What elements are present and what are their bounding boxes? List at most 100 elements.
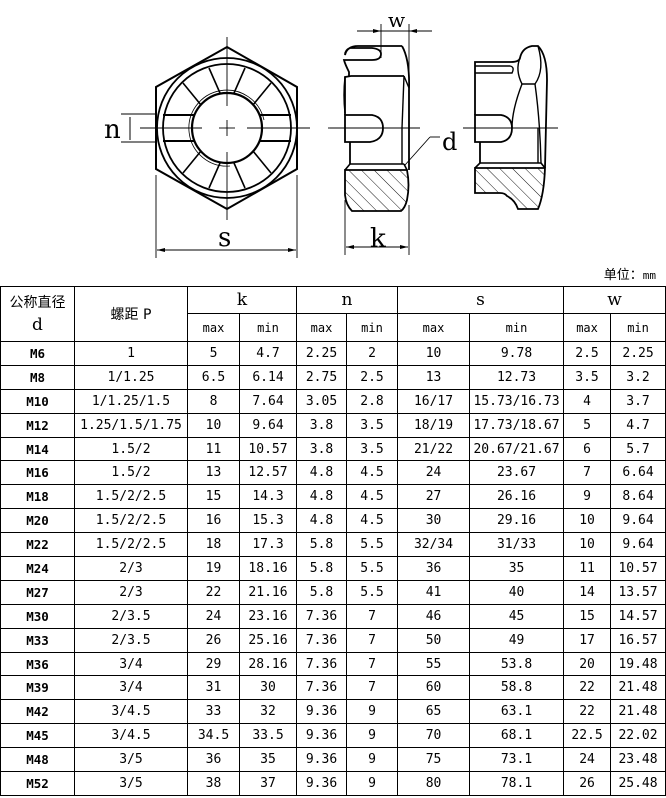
cell-P: 2/3.5 xyxy=(74,627,188,653)
cell-k-max: 31 xyxy=(187,675,240,701)
cell-w-min: 14.57 xyxy=(610,603,666,629)
cell-s-min: 29.16 xyxy=(469,508,565,534)
cell-w-min: 5.7 xyxy=(610,436,666,462)
cell-k-min: 6.14 xyxy=(239,364,297,390)
header-d-symbol: d xyxy=(32,315,43,335)
cell-n-max: 4.8 xyxy=(296,508,347,534)
cell-k-max: 5 xyxy=(187,341,240,366)
cell-k-min: 12.57 xyxy=(239,460,297,486)
cell-d: M36 xyxy=(0,651,75,677)
cell-s-max: 16/17 xyxy=(397,388,471,414)
cell-k-min: 30 xyxy=(239,675,297,701)
cell-n-max: 2.75 xyxy=(296,364,347,390)
cell-n-max: 5.8 xyxy=(296,556,347,581)
unit-label: 单位：mm xyxy=(604,268,656,284)
cell-k-max: 19 xyxy=(187,556,240,581)
unit-value: mm xyxy=(642,269,656,282)
castle-nut-drawing: n s w d k xyxy=(104,8,558,258)
cell-d: M20 xyxy=(0,508,75,534)
cell-w-max: 14 xyxy=(563,579,612,605)
header-pitch: 螺距 P xyxy=(74,286,188,342)
cell-k-max: 16 xyxy=(187,508,240,534)
cell-w-min: 21.48 xyxy=(610,699,666,725)
cell-n-min: 4.5 xyxy=(345,460,399,486)
cell-w-max: 4 xyxy=(563,388,612,414)
cell-n-max: 7.36 xyxy=(296,651,347,677)
cell-w-min: 9.64 xyxy=(610,508,666,534)
cell-n-max: 3.05 xyxy=(296,388,347,414)
cell-w-max: 11 xyxy=(563,556,612,581)
cell-n-max: 4.8 xyxy=(296,484,347,510)
cell-n-min: 7 xyxy=(345,627,399,653)
cell-n-min: 5.5 xyxy=(345,556,399,581)
cell-P: 1.5/2 xyxy=(74,460,188,486)
cell-P: 3/4.5 xyxy=(74,723,188,749)
dim-label-d: d xyxy=(442,128,457,156)
cell-n-max: 9.36 xyxy=(296,723,347,749)
cell-n-max: 7.36 xyxy=(296,603,347,629)
cell-s-max: 30 xyxy=(397,508,471,534)
header-w-min: min xyxy=(610,313,666,342)
cell-s-min: 49 xyxy=(469,627,565,653)
cell-w-min: 2.25 xyxy=(610,341,666,366)
cell-k-min: 25.16 xyxy=(239,627,297,653)
cell-k-min: 21.16 xyxy=(239,579,297,605)
cell-w-max: 15 xyxy=(563,603,612,629)
cell-n-max: 5.8 xyxy=(296,532,347,558)
cell-s-min: 35 xyxy=(469,556,565,581)
side-view-alternative xyxy=(463,45,558,210)
cell-k-min: 9.64 xyxy=(239,412,297,438)
cell-n-min: 2.5 xyxy=(345,364,399,390)
cell-k-max: 24 xyxy=(187,603,240,629)
cell-n-max: 9.36 xyxy=(296,771,347,796)
cell-s-max: 55 xyxy=(397,651,471,677)
cell-w-min: 16.57 xyxy=(610,627,666,653)
cell-d: M52 xyxy=(0,771,75,796)
cell-s-max: 24 xyxy=(397,460,471,486)
cell-w-min: 9.64 xyxy=(610,532,666,558)
cell-n-min: 9 xyxy=(345,747,399,773)
cell-n-max: 7.36 xyxy=(296,627,347,653)
cell-s-max: 13 xyxy=(397,364,471,390)
cell-s-max: 50 xyxy=(397,627,471,653)
cell-w-min: 3.7 xyxy=(610,388,666,414)
cell-s-min: 15.73/16.73 xyxy=(469,388,565,414)
cell-d: M33 xyxy=(0,627,75,653)
cell-n-max: 9.36 xyxy=(296,699,347,725)
cell-k-min: 37 xyxy=(239,771,297,796)
cell-k-max: 38 xyxy=(187,771,240,796)
cell-d: M6 xyxy=(0,341,75,366)
cell-n-max: 2.25 xyxy=(296,341,347,366)
header-group-k: k xyxy=(187,286,297,314)
cell-s-min: 45 xyxy=(469,603,565,629)
cell-n-min: 4.5 xyxy=(345,508,399,534)
cell-w-min: 23.48 xyxy=(610,747,666,773)
cell-P: 3/4 xyxy=(74,675,188,701)
cell-n-max: 3.8 xyxy=(296,436,347,462)
cell-n-min: 2 xyxy=(345,341,399,366)
cell-k-min: 32 xyxy=(239,699,297,725)
cell-s-min: 68.1 xyxy=(469,723,565,749)
cell-d: M42 xyxy=(0,699,75,725)
cell-w-max: 10 xyxy=(563,508,612,534)
cell-s-max: 27 xyxy=(397,484,471,510)
header-group-n: n xyxy=(295,286,399,314)
cell-s-max: 60 xyxy=(397,675,471,701)
dim-label-s: s xyxy=(218,223,231,253)
cell-n-min: 4.5 xyxy=(345,484,399,510)
cell-d: M45 xyxy=(0,723,75,749)
cell-k-min: 17.3 xyxy=(239,532,297,558)
cell-s-min: 20.67/21.67 xyxy=(469,436,565,462)
cell-w-min: 8.64 xyxy=(610,484,666,510)
cell-w-min: 13.57 xyxy=(610,579,666,605)
cell-s-max: 80 xyxy=(397,771,471,796)
header-nominal-diameter: 公称直径 d xyxy=(0,286,75,342)
cell-w-max: 17 xyxy=(563,627,612,653)
